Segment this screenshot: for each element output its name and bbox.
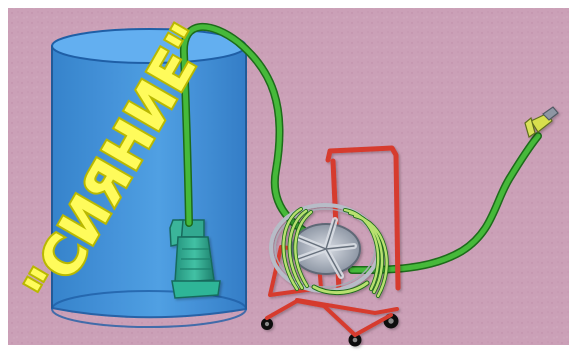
pump-base <box>172 281 220 298</box>
